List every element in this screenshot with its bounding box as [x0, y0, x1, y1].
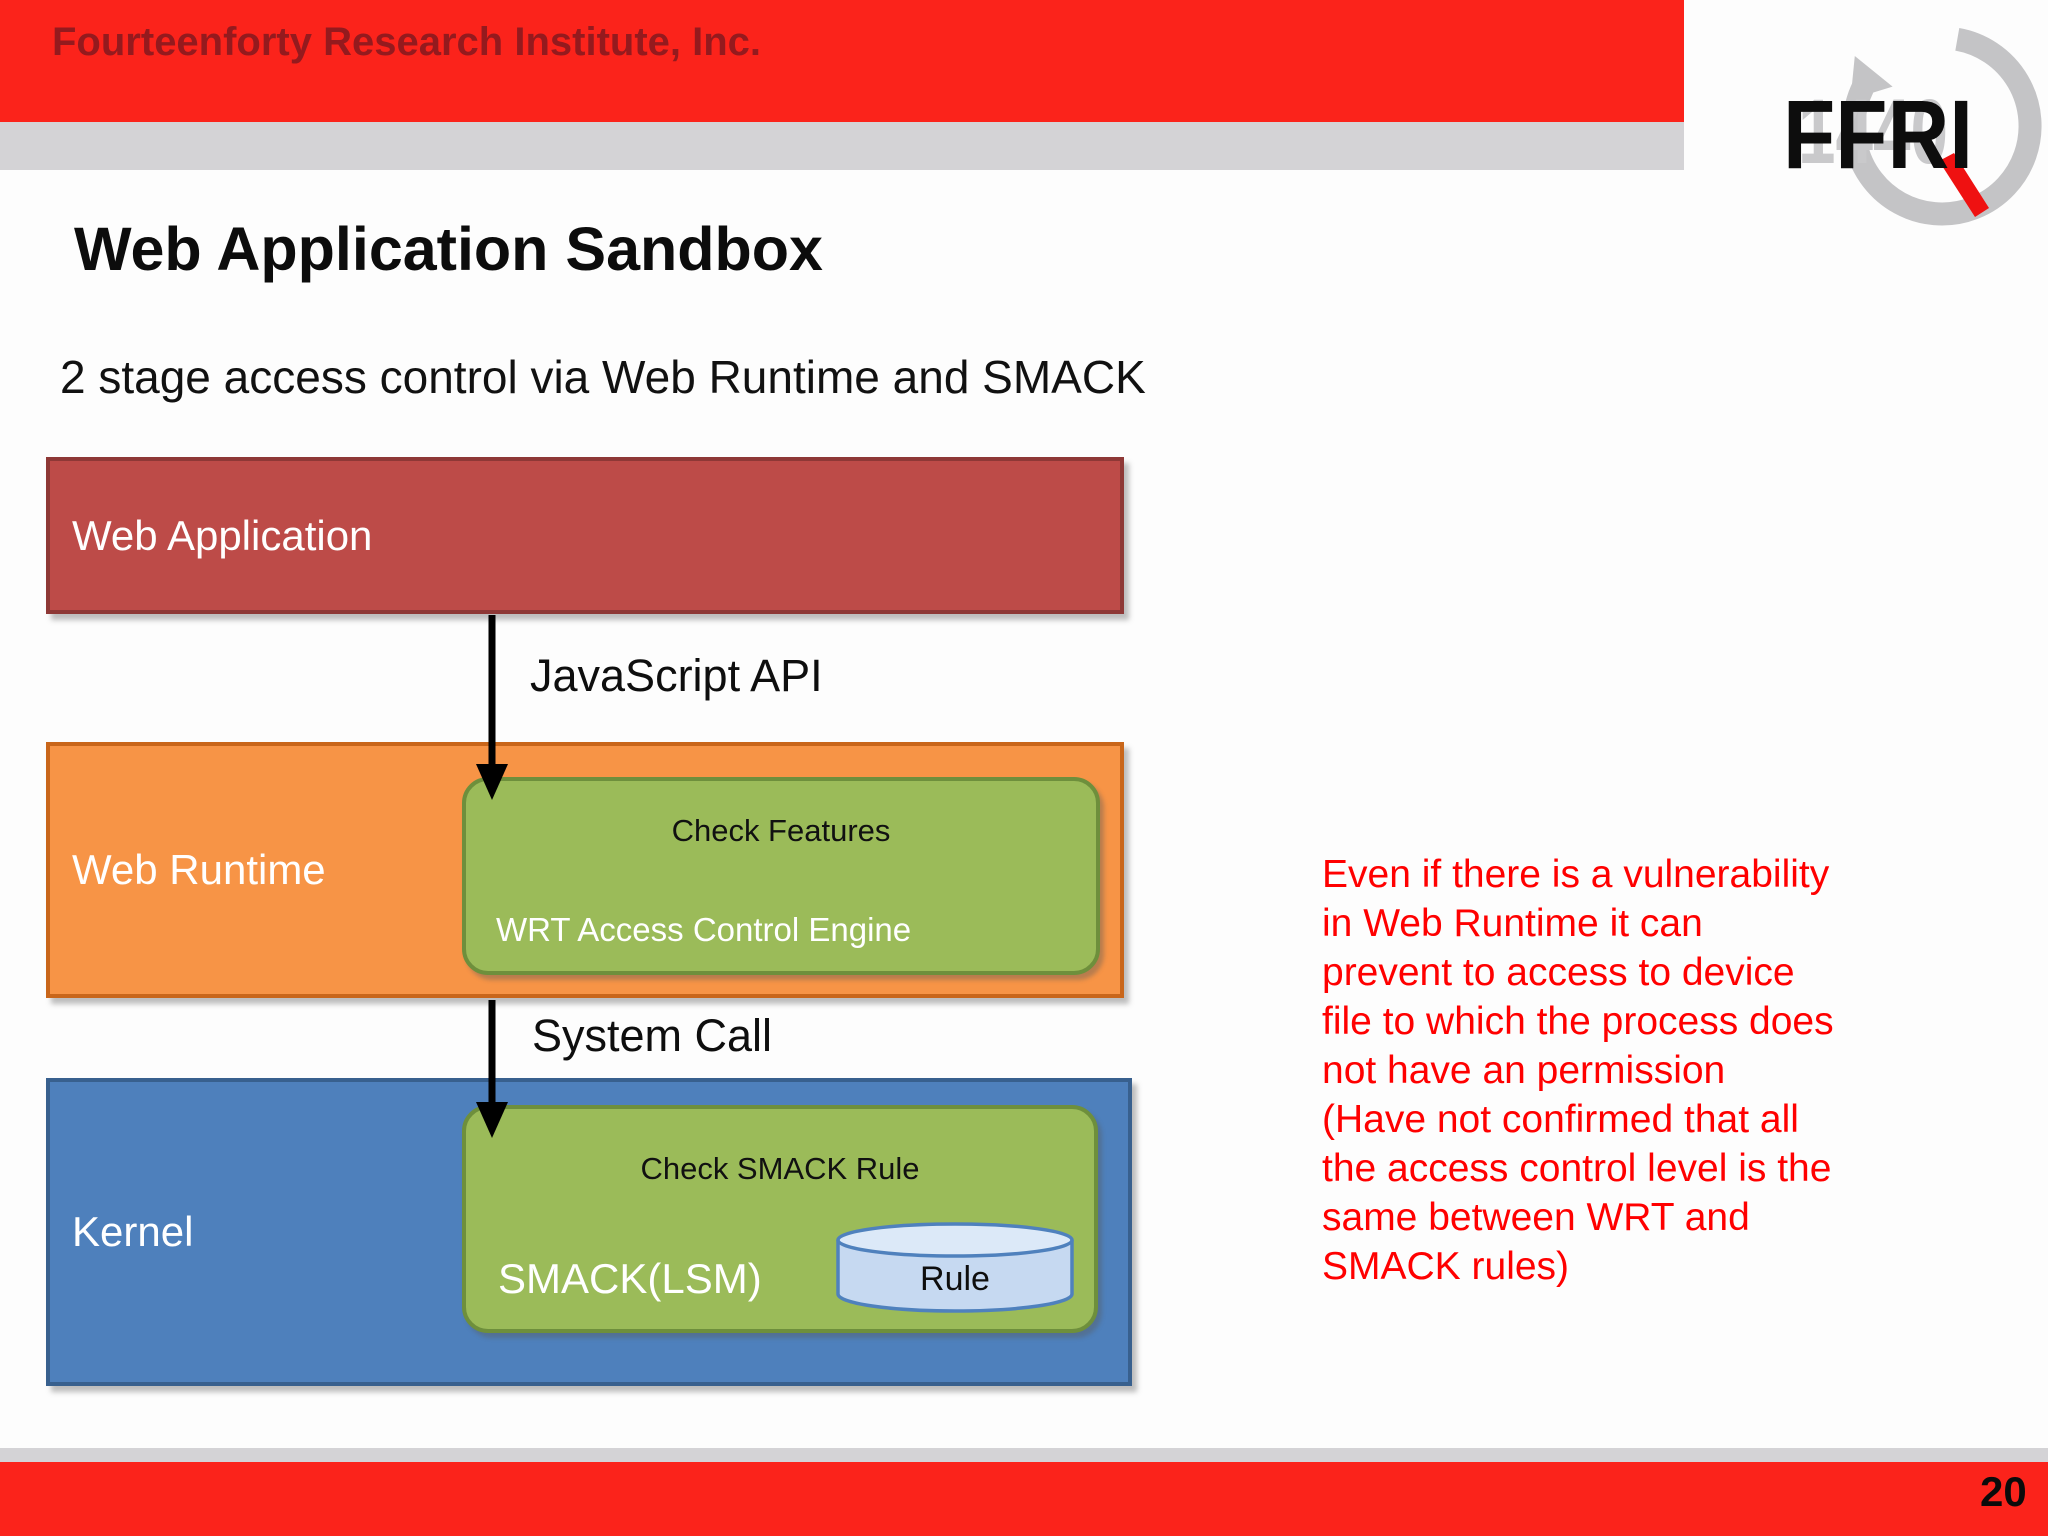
- logo-brand-text: FFRI: [1783, 80, 1973, 189]
- ffri-logo-graphic: 1440 FFRI: [1783, 27, 2042, 226]
- web-application-label: Web Application: [72, 511, 373, 559]
- footer-bar: [0, 1462, 2048, 1536]
- company-name: Fourteenforty Research Institute, Inc.: [52, 20, 762, 64]
- web-application-box: Web Application: [46, 457, 1124, 614]
- logo-arrowhead-icon: [1850, 56, 1893, 100]
- footer-stripe: [0, 1448, 2048, 1462]
- database-cylinder-icon: [836, 1222, 1074, 1313]
- kernel-label: Kernel: [72, 1208, 194, 1255]
- page-number: 20: [1980, 1468, 2027, 1515]
- page-title: Web Application Sandbox: [74, 215, 823, 283]
- logo-watermark: 1440: [1798, 81, 1948, 183]
- smack-lsm-label: SMACK(LSM): [498, 1255, 762, 1302]
- wrt-engine-label: WRT Access Control Engine: [496, 911, 912, 948]
- logo-red-slash-icon: [1939, 153, 1989, 217]
- rule-db-label: Rule: [920, 1260, 990, 1298]
- javascript-api-label: JavaScript API: [530, 650, 823, 701]
- wrt-access-control-box: Check Features WRT Access Control Engine: [462, 777, 1100, 975]
- system-call-label: System Call: [532, 1010, 773, 1061]
- ffri-logo: 1440 FFRI: [1690, 5, 2048, 233]
- annotation-text: Even if there is a vulnerability in Web …: [1322, 853, 1834, 1288]
- check-features-label: Check Features: [671, 813, 891, 848]
- check-smack-rule-label: Check SMACK Rule: [640, 1151, 920, 1186]
- rule-database: Rule: [833, 1218, 1077, 1322]
- web-runtime-label: Web Runtime: [72, 846, 326, 893]
- header-stripe: [0, 122, 1684, 170]
- page-subtitle: 2 stage access control via Web Runtime a…: [60, 351, 1146, 403]
- header-bar: [0, 0, 1684, 122]
